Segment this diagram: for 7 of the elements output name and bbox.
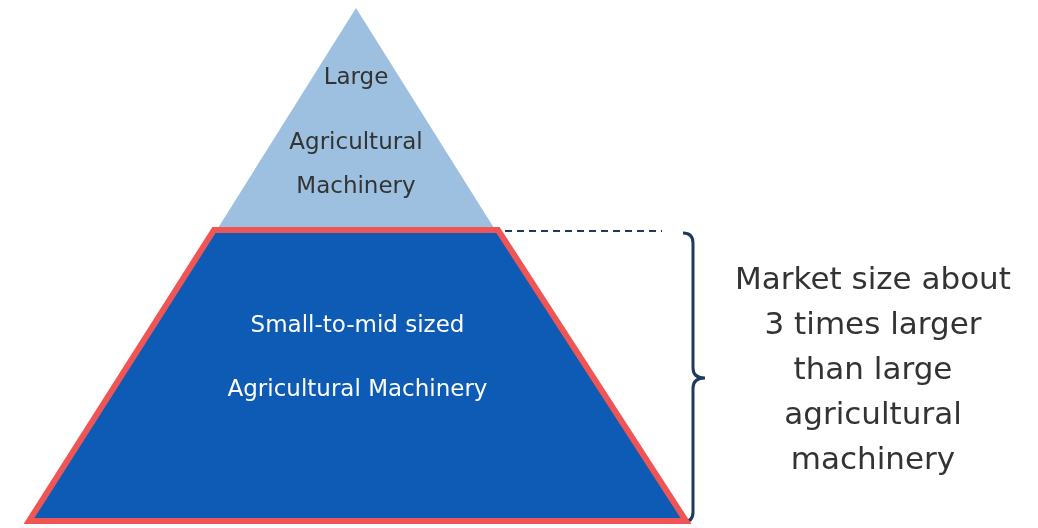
- tier-label: Large: [322, 62, 390, 91]
- triangle-tier: [216, 6, 496, 230]
- annotation-text: Market size about 3 times larger than large agricultural machinery: [734, 259, 1012, 478]
- trapezoid-tier: [26, 228, 689, 524]
- tier-label: Agricultural Machinery: [288, 127, 424, 200]
- tier-label: Agricultural Machinery: [226, 374, 489, 403]
- tier-label: Small-to-mid sized: [249, 310, 466, 339]
